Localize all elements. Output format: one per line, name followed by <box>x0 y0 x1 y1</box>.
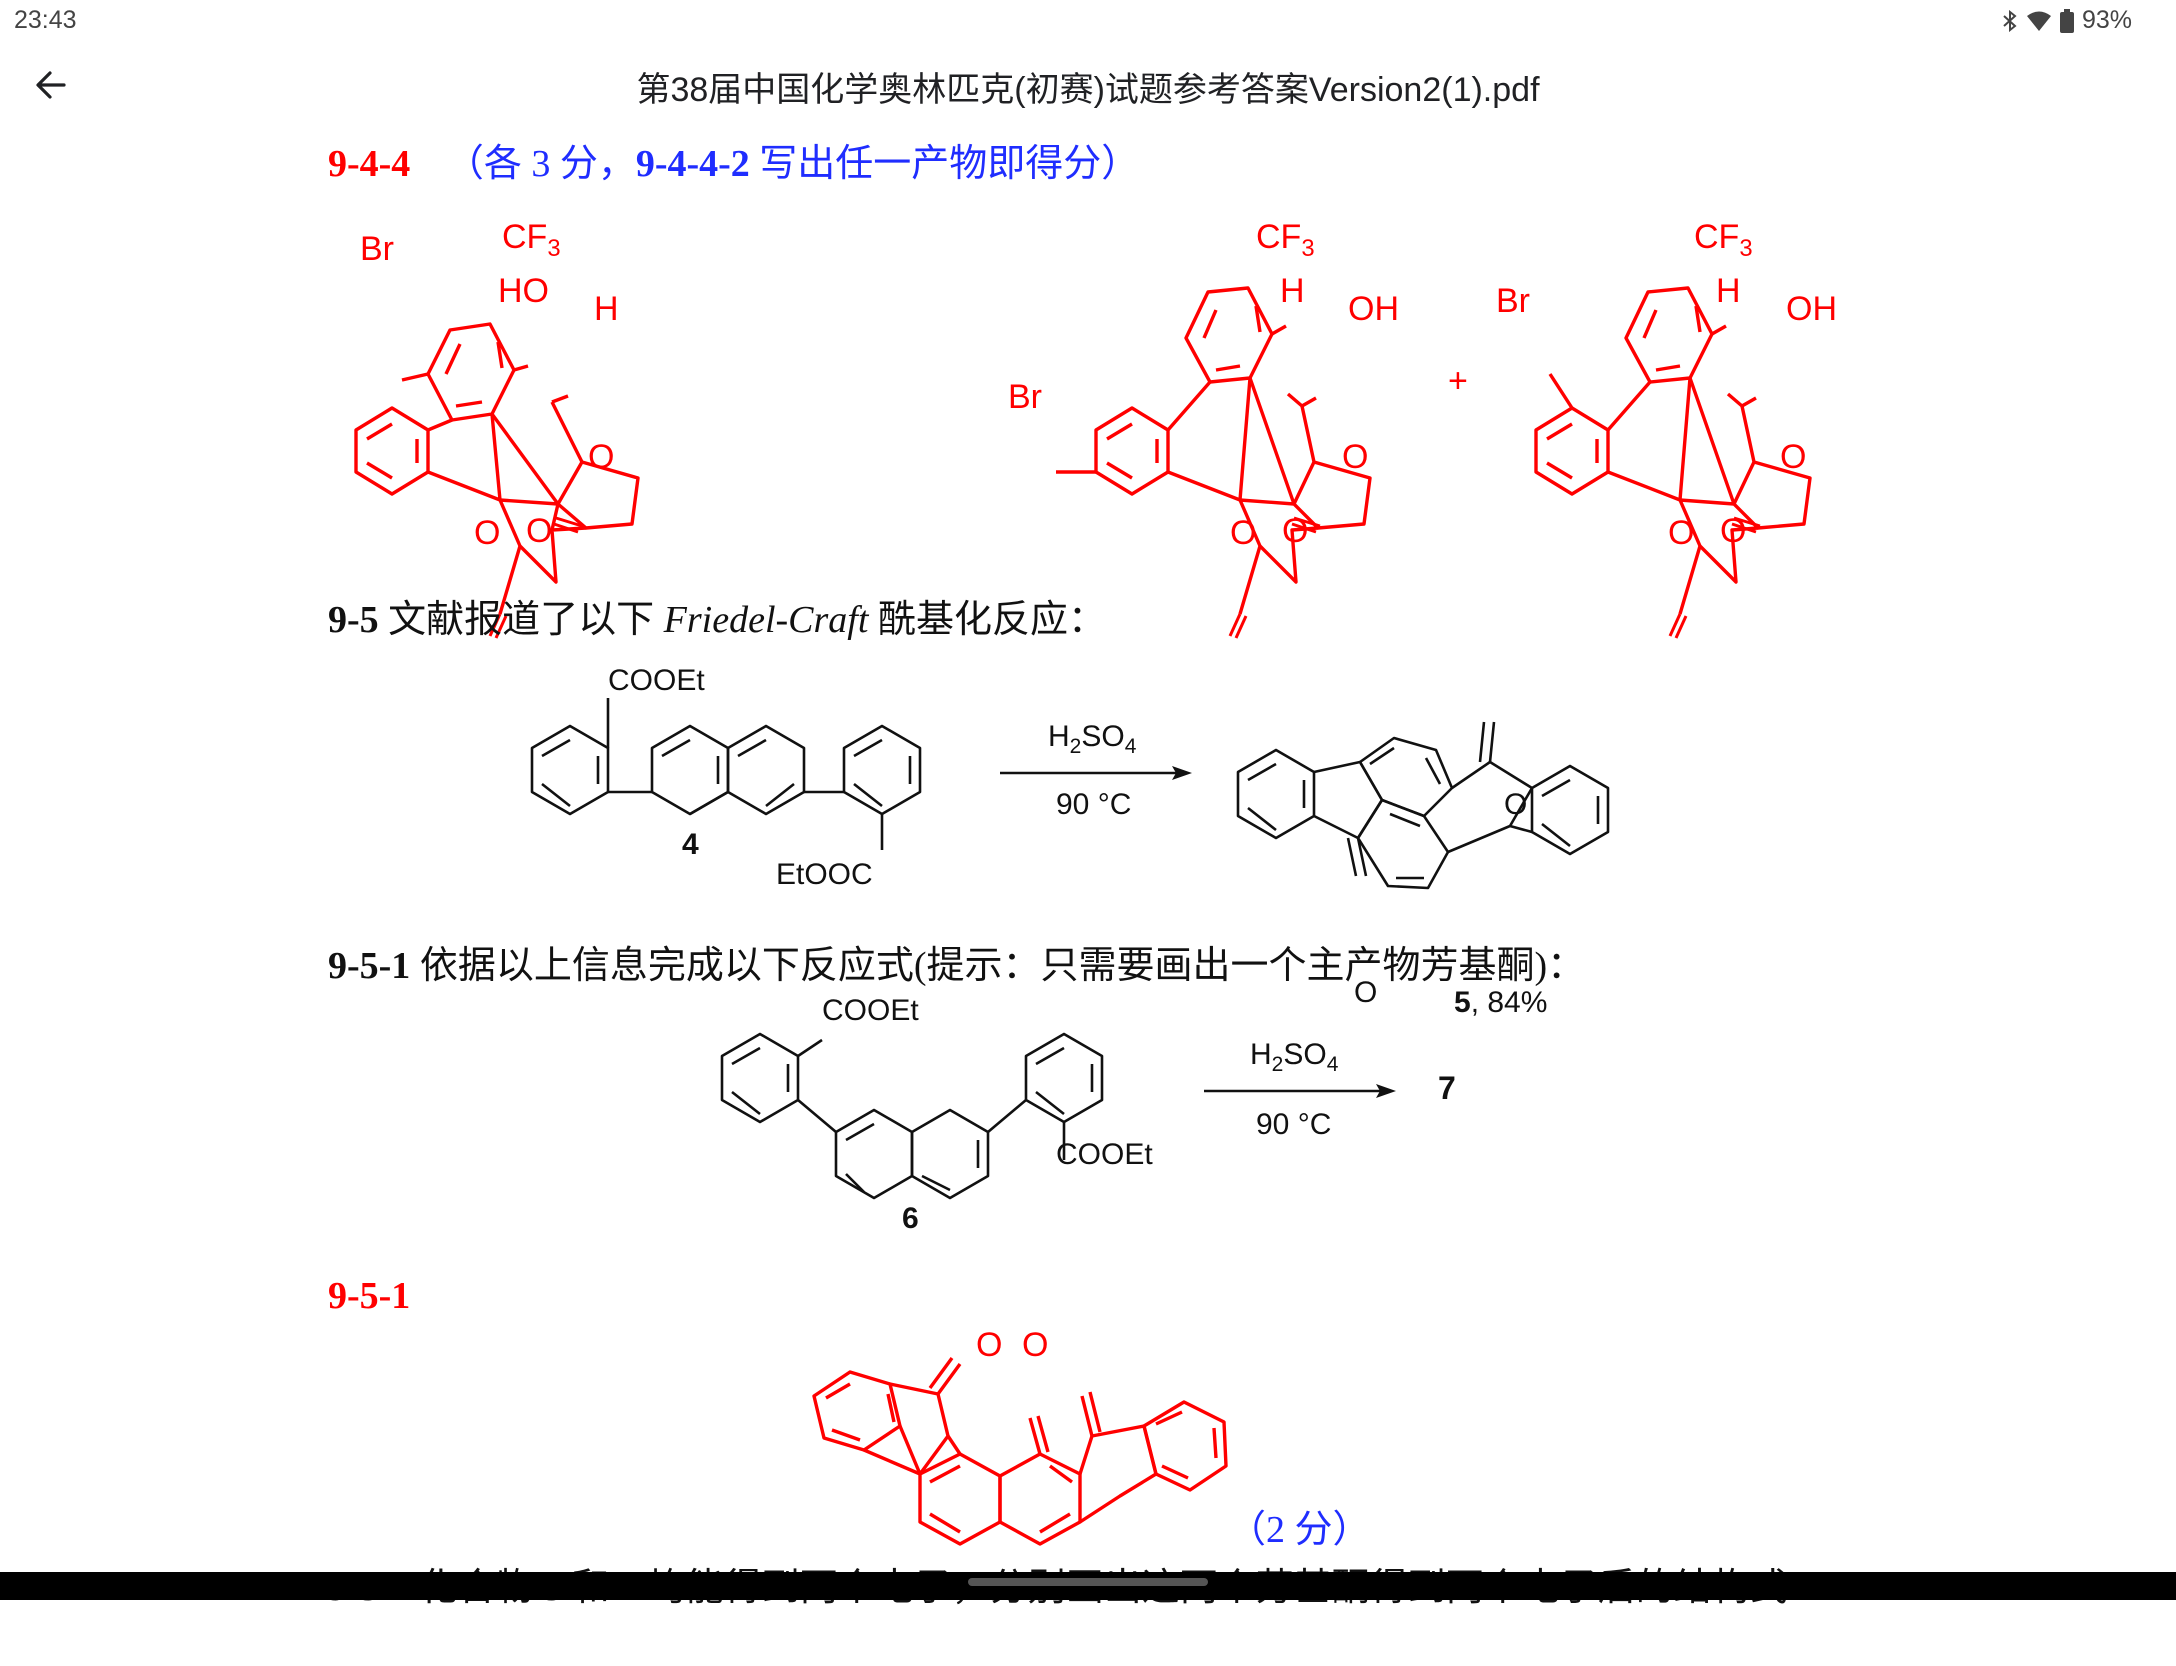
condition-temp-1: 90 °C <box>1056 788 1132 821</box>
reaction-arrow-2 <box>1204 1084 1396 1098</box>
compound-5-label: 5, 84% <box>1454 986 1548 1019</box>
label-br: Br <box>1496 282 1530 320</box>
label-o: O <box>1230 514 1257 552</box>
bluetooth-icon <box>2003 9 2017 32</box>
section-label: 9-5 <box>328 599 379 641</box>
label-cooet: COOEt <box>608 664 705 697</box>
label-o: O <box>1668 514 1695 552</box>
plus-sign: + <box>1448 362 1468 400</box>
molecule-compound-5 <box>1236 721 1610 890</box>
label-cooet: COOEt <box>822 994 919 1027</box>
condition-reagent-1: H2SO4 <box>1048 720 1137 758</box>
section-9-5-1-question: 9-5-1 依据以上信息完成以下反应式(提示：只需要画出一个主产物芳基酮)： <box>328 945 1586 987</box>
label-cf3: CF3 <box>1256 218 1315 262</box>
label-o: O <box>474 514 501 552</box>
section-note-bold: 9-4-4-2 <box>635 143 750 185</box>
label-oh: OH <box>1348 290 1399 328</box>
section-9-5-1-answer-label: 9-5-1 <box>328 1275 411 1317</box>
label-o: O <box>526 512 553 550</box>
label-o: O <box>1504 788 1528 821</box>
label-o: O <box>1720 512 1747 550</box>
molecule-product-b2 <box>1534 286 1812 639</box>
app-toolbar: 第38届中国化学奥林匹克(初赛)试题参考答案Version2(1).pdf <box>0 46 2176 126</box>
label-cf3: CF3 <box>1694 218 1753 262</box>
wifi-icon <box>2026 11 2051 31</box>
label-cf3: CF3 <box>502 218 561 262</box>
label-ho: HO <box>498 272 549 310</box>
section-9-5-text: 9-5 文献报道了以下 Friedel-Craft 酰基化反应： <box>328 599 1106 641</box>
label-oh: OH <box>1786 290 1837 328</box>
back-button[interactable] <box>28 62 74 108</box>
score-note: （2 分） <box>1228 1509 1371 1551</box>
reaction-arrow-1 <box>1000 766 1192 780</box>
label-h: H <box>1280 272 1305 310</box>
pdf-page[interactable]: 9-4-4 （各 3 分，9-4-4-2 写出任一产物即得分） Br CF3 H… <box>0 126 2176 1572</box>
label-cooet: COOEt <box>1056 1138 1153 1171</box>
system-nav-bar <box>0 1572 2176 1600</box>
compound-7-label: 7 <box>1438 1070 1456 1106</box>
condition-temp-2: 90 °C <box>1256 1108 1332 1141</box>
battery-level: 93% <box>2081 6 2132 34</box>
status-bar: 23:43 93% <box>0 0 2176 46</box>
label-o: O <box>1780 438 1807 476</box>
section-note: （各 3 分， <box>445 143 636 185</box>
label-br: Br <box>1008 378 1042 416</box>
label-o: O <box>976 1326 1003 1364</box>
compound-6-label: 6 <box>902 1202 919 1235</box>
section-note-rest: 写出任一产物即得分） <box>749 143 1140 185</box>
molecule-compound-6 <box>720 1032 1104 1200</box>
status-time: 23:43 <box>14 6 77 34</box>
home-handle[interactable] <box>968 1578 1208 1586</box>
label-h: H <box>594 290 619 328</box>
compound-4-label: 4 <box>682 828 699 861</box>
label-h: H <box>1716 272 1741 310</box>
arrow-left-icon <box>36 71 66 99</box>
molecule-compound-7 <box>812 1356 1228 1546</box>
section-9-4-4-header: 9-4-4 （各 3 分，9-4-4-2 写出任一产物即得分） <box>328 132 1139 187</box>
label-etooc: EtOOC <box>776 858 873 891</box>
molecule-product-b1 <box>1056 286 1372 639</box>
label-o: O <box>588 438 615 476</box>
label-o: O <box>1354 976 1378 1009</box>
document-title: 第38届中国化学奥林匹克(初赛)试题参考答案Version2(1).pdf <box>636 71 1540 109</box>
label-br: Br <box>360 230 394 268</box>
status-icons: 93% <box>2002 6 2132 35</box>
label-o: O <box>1022 1326 1049 1364</box>
label-o: O <box>1342 438 1369 476</box>
molecule-product-a <box>354 322 640 639</box>
battery-icon <box>2059 8 2074 33</box>
condition-reagent-2: H2SO4 <box>1250 1038 1339 1076</box>
section-label: 9-4-4 <box>328 143 411 185</box>
section-label: 9-5-1 <box>328 945 411 987</box>
molecule-compound-4 <box>530 698 922 850</box>
label-o: O <box>1282 512 1309 550</box>
